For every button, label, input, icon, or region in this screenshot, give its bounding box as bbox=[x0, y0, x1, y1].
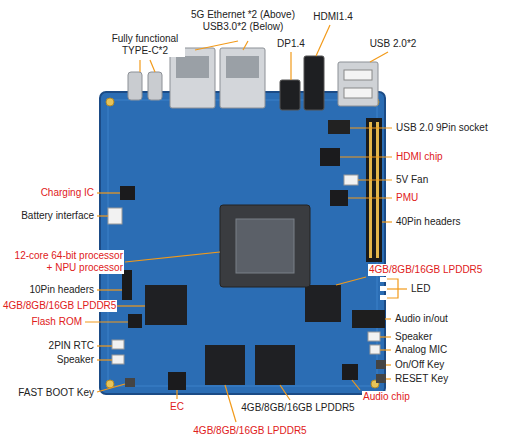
callout-label: 4GB/8GB/16GB LPDDR5 bbox=[192, 425, 307, 437]
rtc-connector bbox=[112, 340, 124, 349]
header-10pin bbox=[122, 270, 132, 300]
typec-port bbox=[148, 72, 162, 100]
callout-label: 4GB/8GB/16GB LPDDR5 bbox=[2, 300, 117, 312]
usb-9pin-socket bbox=[328, 120, 350, 134]
flash-rom bbox=[128, 314, 142, 328]
callout-label: LED bbox=[410, 283, 431, 295]
callout-label: Charging IC bbox=[40, 187, 95, 199]
lpddr5-chip bbox=[145, 285, 187, 325]
callout-label: Audio chip bbox=[362, 391, 411, 403]
callout-label: Analog MIC bbox=[394, 344, 448, 356]
ethernet-port bbox=[170, 48, 215, 108]
lpddr5-chip bbox=[255, 345, 295, 385]
audio-chip bbox=[342, 364, 358, 380]
charging-ic bbox=[120, 186, 135, 200]
led bbox=[380, 277, 386, 300]
fastboot-key bbox=[125, 378, 135, 387]
ethernet-socket bbox=[226, 56, 259, 78]
callout-label: On/Off Key bbox=[394, 359, 445, 371]
header-pins bbox=[369, 122, 379, 258]
pmu-chip bbox=[330, 190, 348, 206]
callout-label: Audio in/out bbox=[394, 313, 449, 325]
speaker-connector bbox=[112, 355, 124, 364]
usb2-socket bbox=[344, 88, 372, 98]
pcb bbox=[100, 92, 385, 394]
callout-label: HDMI1.4 bbox=[312, 11, 353, 23]
callout-label: DP1.4 bbox=[276, 38, 306, 50]
callout-label: EC bbox=[169, 401, 185, 413]
pcb-trace bbox=[108, 100, 377, 386]
usb2-port bbox=[338, 62, 378, 106]
dp-port bbox=[280, 80, 300, 110]
callout-label: 4GB/8GB/16GB LPDDR5 bbox=[368, 264, 483, 276]
lpddr5-chip bbox=[305, 285, 341, 322]
callout-label: FAST BOOT Key bbox=[17, 387, 95, 399]
fan-connector bbox=[344, 175, 358, 185]
header-40pin bbox=[366, 118, 382, 262]
hdmi-chip bbox=[320, 148, 340, 166]
callout-label: 4GB/8GB/16GB LPDDR5 bbox=[240, 402, 355, 414]
callout-label: Flash ROM bbox=[30, 316, 83, 328]
callout-label: Battery interface bbox=[20, 210, 95, 222]
callout-label: 5V Fan bbox=[395, 174, 429, 186]
battery-connector bbox=[108, 208, 122, 224]
ec-chip bbox=[168, 372, 186, 390]
speaker-connector bbox=[368, 332, 380, 341]
hdmi-port bbox=[304, 56, 324, 110]
reset-key bbox=[376, 374, 386, 383]
callout-label: 2PIN RTC bbox=[48, 340, 95, 352]
callout-label: HDMI chip bbox=[395, 151, 444, 163]
soc-die bbox=[236, 219, 294, 273]
ethernet-socket bbox=[176, 56, 209, 78]
ethernet-port bbox=[220, 48, 265, 108]
usb2-socket bbox=[344, 70, 372, 80]
callout-label: 5G Ethernet *2 (Above) USB3.0*2 (Below) bbox=[187, 9, 299, 33]
callout-label: 10Pin headers bbox=[29, 284, 96, 296]
callout-label: Fully functional TYPE-C*2 bbox=[105, 33, 185, 57]
callout-label: 12-core 64-bit processor + NPU processor bbox=[10, 250, 124, 274]
callout-label: USB 2.0 9Pin socket bbox=[395, 122, 489, 134]
callout-label: Speaker bbox=[56, 354, 95, 366]
leader-lines bbox=[85, 25, 407, 422]
soc bbox=[220, 205, 310, 287]
callout-label: RESET Key bbox=[394, 373, 449, 385]
audio-jack bbox=[352, 310, 385, 328]
lpddr5-chip bbox=[205, 345, 245, 385]
mount-holes bbox=[106, 98, 379, 388]
onoff-key bbox=[376, 360, 386, 369]
mic-connector bbox=[370, 345, 380, 354]
callout-label: USB 2.0*2 bbox=[369, 38, 418, 50]
callout-label: PMU bbox=[395, 192, 419, 204]
typec-port bbox=[128, 72, 142, 100]
callout-label: 40Pin headers bbox=[395, 216, 462, 228]
callout-label: Speaker bbox=[394, 331, 433, 343]
